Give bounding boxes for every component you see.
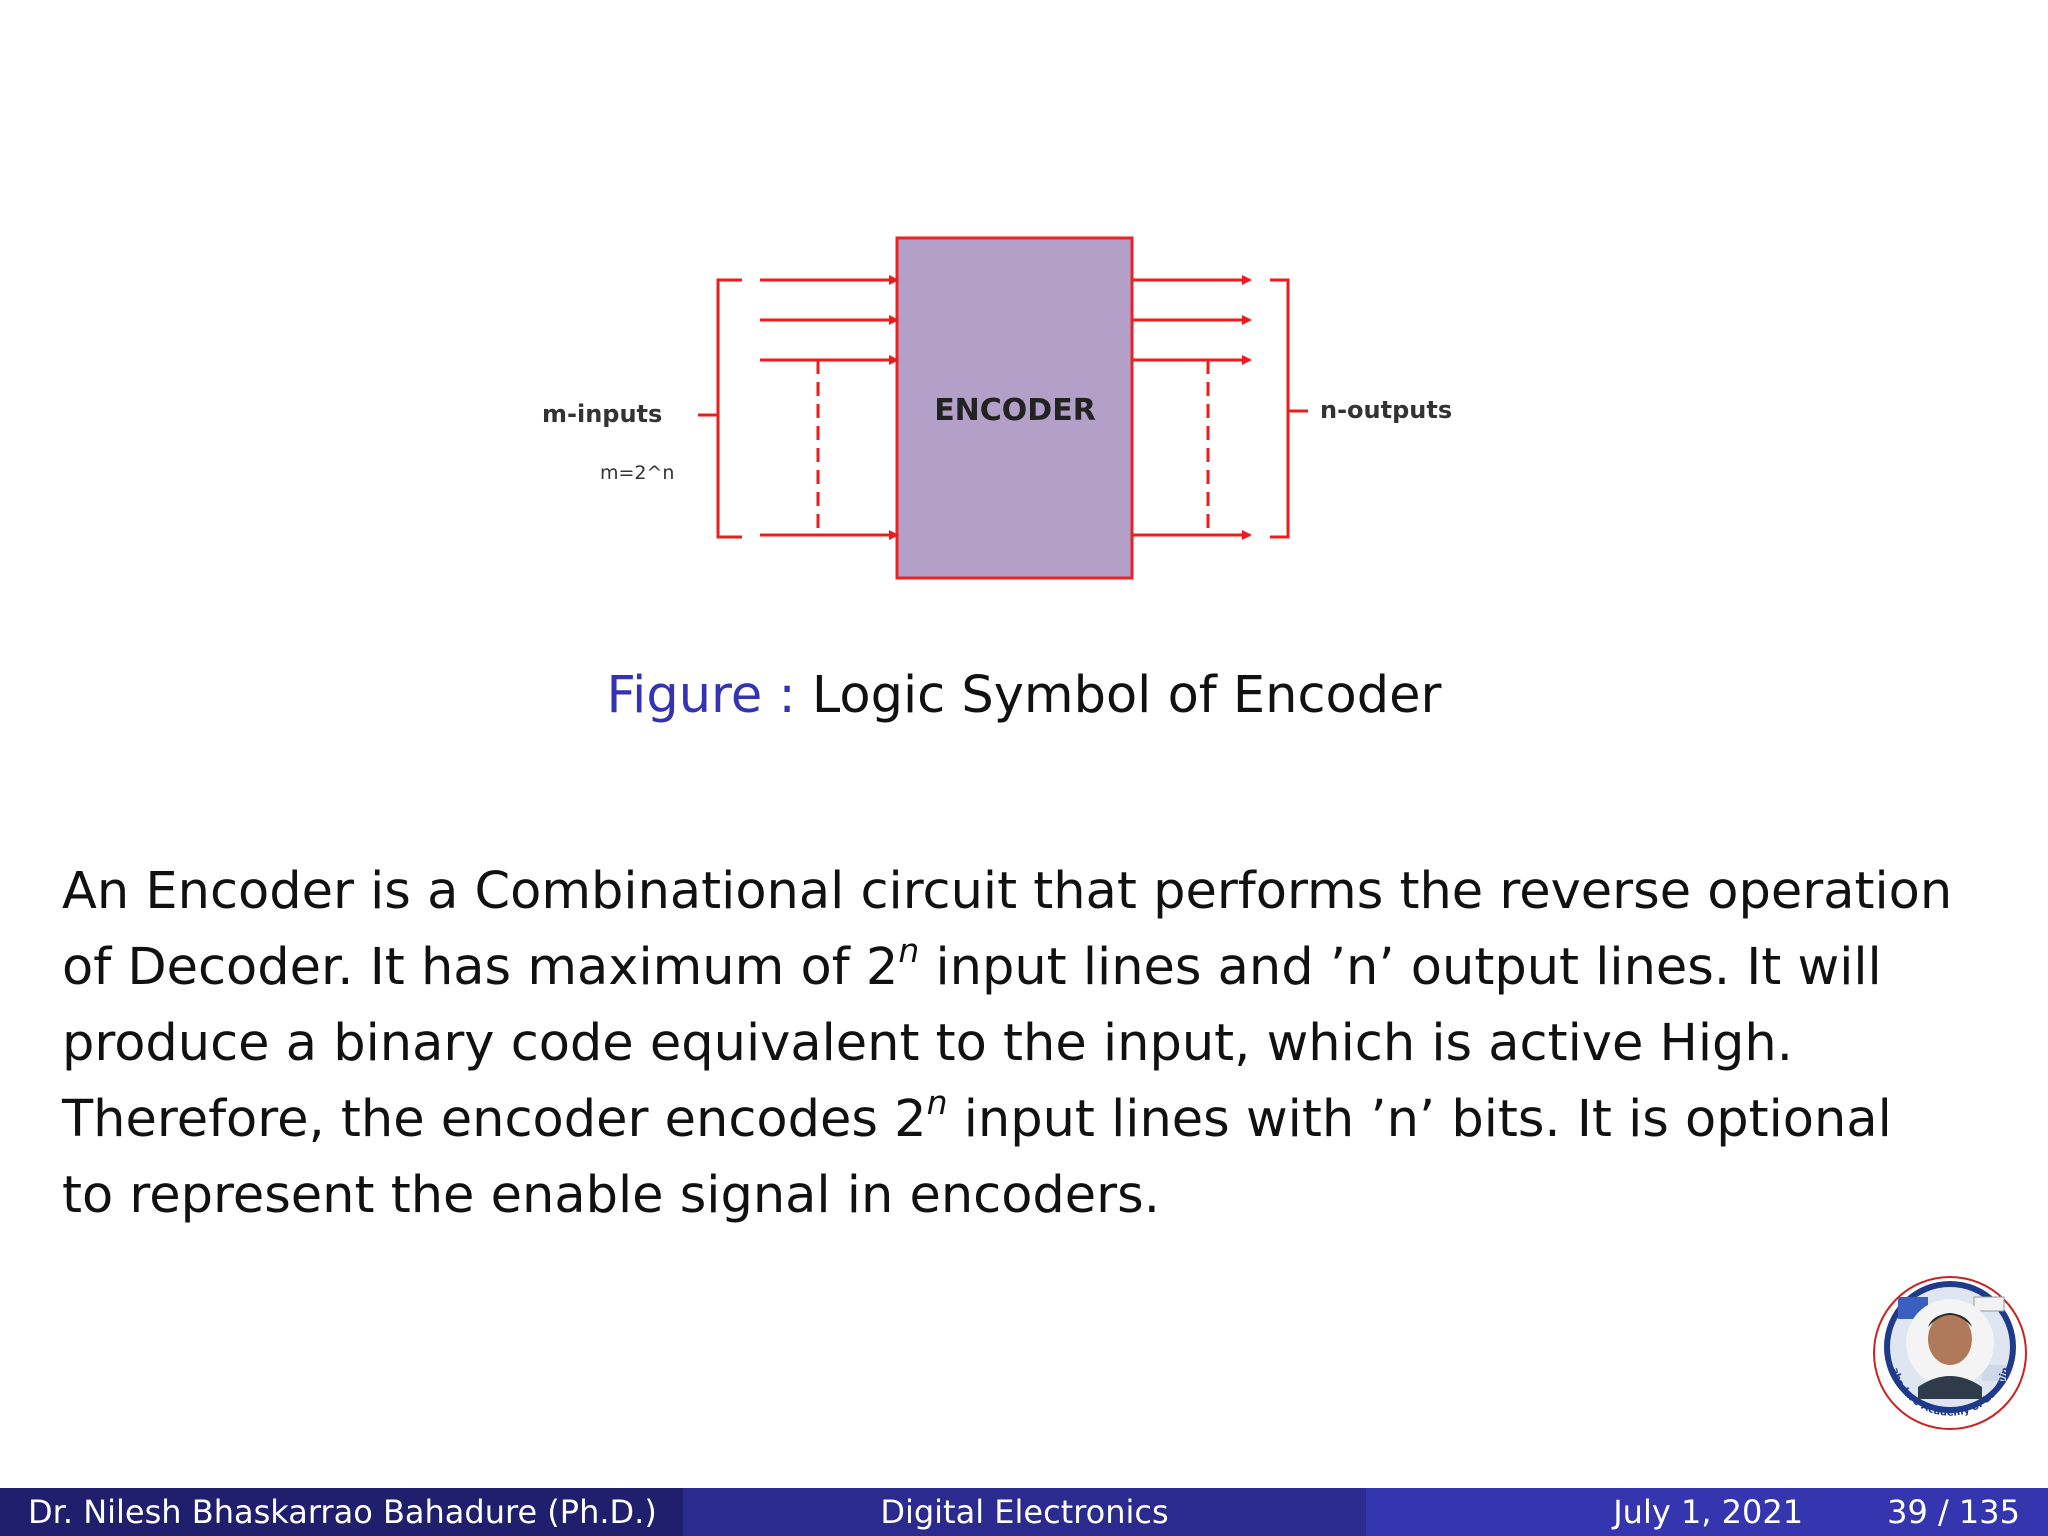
- encoder-block: [895, 236, 1134, 580]
- paragraph-line: of Decoder. It has maximum of 2n input l…: [62, 931, 1882, 997]
- footer-meta: July 1, 2021 39 / 135: [1366, 1488, 2048, 1536]
- encoder-label: ENCODER: [934, 393, 1096, 428]
- footer-author: Dr. Nilesh Bhaskarrao Bahadure (Ph.D.): [0, 1488, 683, 1536]
- footer-date: July 1, 2021: [1613, 1493, 1804, 1531]
- academy-logo: Bahadure Academy of Learning: [1870, 1275, 2027, 1430]
- outputs-label: n-outputs: [1320, 396, 1452, 424]
- portrait-face: [1928, 1313, 1972, 1365]
- paragraph-line: Therefore, the encoder encodes 2n input …: [62, 1083, 1892, 1149]
- slide-footer: Dr. Nilesh Bhaskarrao Bahadure (Ph.D.) D…: [0, 1488, 2048, 1536]
- footer-course-title: Digital Electronics: [683, 1488, 1366, 1536]
- paragraph-line: produce a binary code equivalent to the …: [62, 1014, 1793, 1073]
- figure-caption-label: Figure :: [606, 666, 796, 725]
- figure-caption: Figure : Logic Symbol of Encoder: [0, 664, 2048, 728]
- figure-caption-text: Logic Symbol of Encoder: [811, 666, 1442, 725]
- paragraph-line: An Encoder is a Combinational circuit th…: [62, 862, 1953, 921]
- paragraph-line: to represent the enable signal in encode…: [62, 1166, 1160, 1225]
- body-paragraph: An Encoder is a Combinational circuit th…: [62, 854, 1992, 1234]
- encoder-logic-symbol: ENCODER m-inputs m=2^n n-outputs: [542, 236, 1452, 580]
- footer-page-number: 39 / 135: [1887, 1493, 2020, 1531]
- inputs-label: m-inputs: [542, 400, 662, 428]
- input-bracket: [716, 278, 742, 539]
- exponent: n: [926, 1083, 948, 1122]
- output-bracket: [1270, 278, 1290, 539]
- inputs-formula: m=2^n: [600, 462, 674, 484]
- exponent: n: [898, 931, 920, 970]
